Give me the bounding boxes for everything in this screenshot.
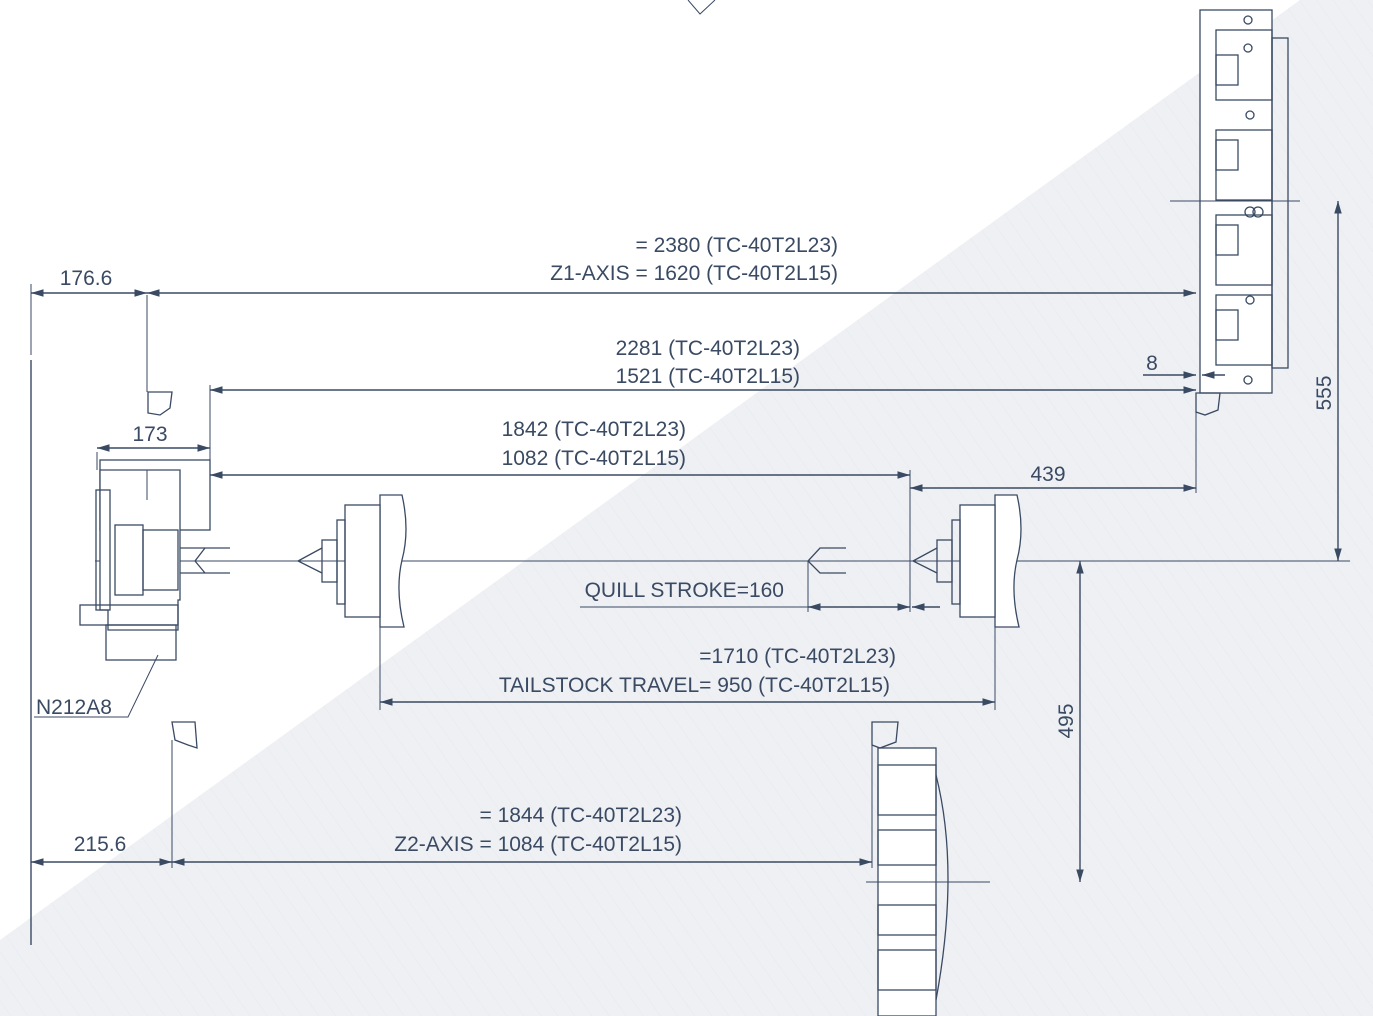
vertical-495-label: 495: [1055, 703, 1078, 738]
upper-turret: [1170, 9, 1300, 493]
dist-439-label: 439: [1030, 463, 1065, 486]
dimension-annotations: = 2380 (TC-40T2L23) Z1-AXIS = 1620 (TC-4…: [31, 201, 1342, 882]
offset-215-label: 215.6: [74, 833, 127, 856]
z1-axis-label-1: = 2380 (TC-40T2L23): [635, 234, 838, 257]
tailstock-travel-label-2: TAILSTOCK TRAVEL= 950 (TC-40T2L15): [499, 674, 890, 697]
spindle-1082-label: 1082 (TC-40T2L15): [502, 447, 686, 470]
vertical-555-label: 555: [1313, 375, 1336, 410]
tailstock-extended: [807, 470, 1022, 710]
z2-axis-label-2: Z2-AXIS = 1084 (TC-40T2L15): [394, 833, 682, 856]
small-8-label: 8: [1146, 352, 1158, 375]
spindle-nose-label: N212A8: [36, 696, 112, 719]
tailstock-travel-label-1: =1710 (TC-40T2L23): [699, 645, 896, 668]
z2-axis-label-1: = 1844 (TC-40T2L23): [479, 804, 682, 827]
lower-left-tool: [171, 721, 198, 868]
z1-axis-label-2: Z1-AXIS = 1620 (TC-40T2L15): [550, 262, 838, 285]
tailstock-retracted: [296, 494, 407, 710]
offset-173-label: 173: [132, 423, 167, 446]
offset-176-label: 176.6: [60, 267, 113, 290]
lower-turret: [866, 721, 990, 1016]
tool-1521-label: 1521 (TC-40T2L15): [616, 365, 800, 388]
spindle-1842-label: 1842 (TC-40T2L23): [502, 418, 686, 441]
quill-stroke-label: QUILL STROKE=160: [585, 579, 784, 602]
main-spindle-head: [79, 295, 230, 661]
tool-2281-label: 2281 (TC-40T2L23): [616, 337, 800, 360]
partial-fragment: [687, 0, 716, 15]
